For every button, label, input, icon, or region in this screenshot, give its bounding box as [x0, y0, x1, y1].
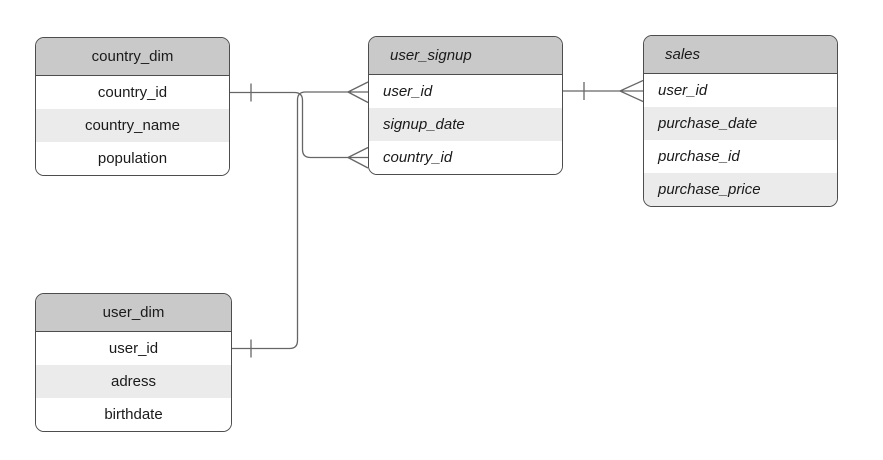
- entity-sales[interactable]: sales user_id purchase_date purchase_id …: [643, 35, 838, 207]
- field-row-population[interactable]: population: [36, 142, 229, 175]
- field-row-country_name[interactable]: country_name: [36, 109, 229, 142]
- field-row-signup_date[interactable]: signup_date: [369, 108, 562, 141]
- crowfoot-many-marker: [619, 79, 644, 103]
- edge-line[interactable]: [232, 91, 348, 350]
- entity-country_dim[interactable]: country_dim country_id country_name popu…: [35, 37, 230, 176]
- crowfoot-many-marker: [347, 81, 369, 104]
- field-row-country_id[interactable]: country_id: [369, 141, 562, 174]
- entity-user_signup[interactable]: user_signup user_id signup_date country_…: [368, 36, 563, 175]
- entity-title[interactable]: user_signup: [369, 37, 562, 75]
- crowfoot-many-marker: [347, 146, 369, 169]
- field-row-birthdate[interactable]: birthdate: [36, 398, 231, 431]
- field-row-user_id[interactable]: user_id: [644, 74, 837, 107]
- field-row-user_id[interactable]: user_id: [369, 75, 562, 108]
- field-row-adress[interactable]: adress: [36, 365, 231, 398]
- field-row-purchase_id[interactable]: purchase_id: [644, 140, 837, 173]
- entity-user_dim[interactable]: user_dim user_id adress birthdate: [35, 293, 232, 432]
- edge-user_dim-to-user_signup[interactable]: [232, 81, 369, 358]
- edge-country_dim-to-user_signup[interactable]: [230, 83, 369, 169]
- field-row-purchase_price[interactable]: purchase_price: [644, 173, 837, 206]
- field-row-country_id[interactable]: country_id: [36, 76, 229, 109]
- edge-line[interactable]: [230, 91, 348, 159]
- entity-title[interactable]: sales: [644, 36, 837, 74]
- field-row-purchase_date[interactable]: purchase_date: [644, 107, 837, 140]
- entity-title[interactable]: user_dim: [36, 294, 231, 332]
- field-row-user_id[interactable]: user_id: [36, 332, 231, 365]
- edge-user_signup-to-sales[interactable]: [563, 79, 644, 103]
- entity-title[interactable]: country_dim: [36, 38, 229, 76]
